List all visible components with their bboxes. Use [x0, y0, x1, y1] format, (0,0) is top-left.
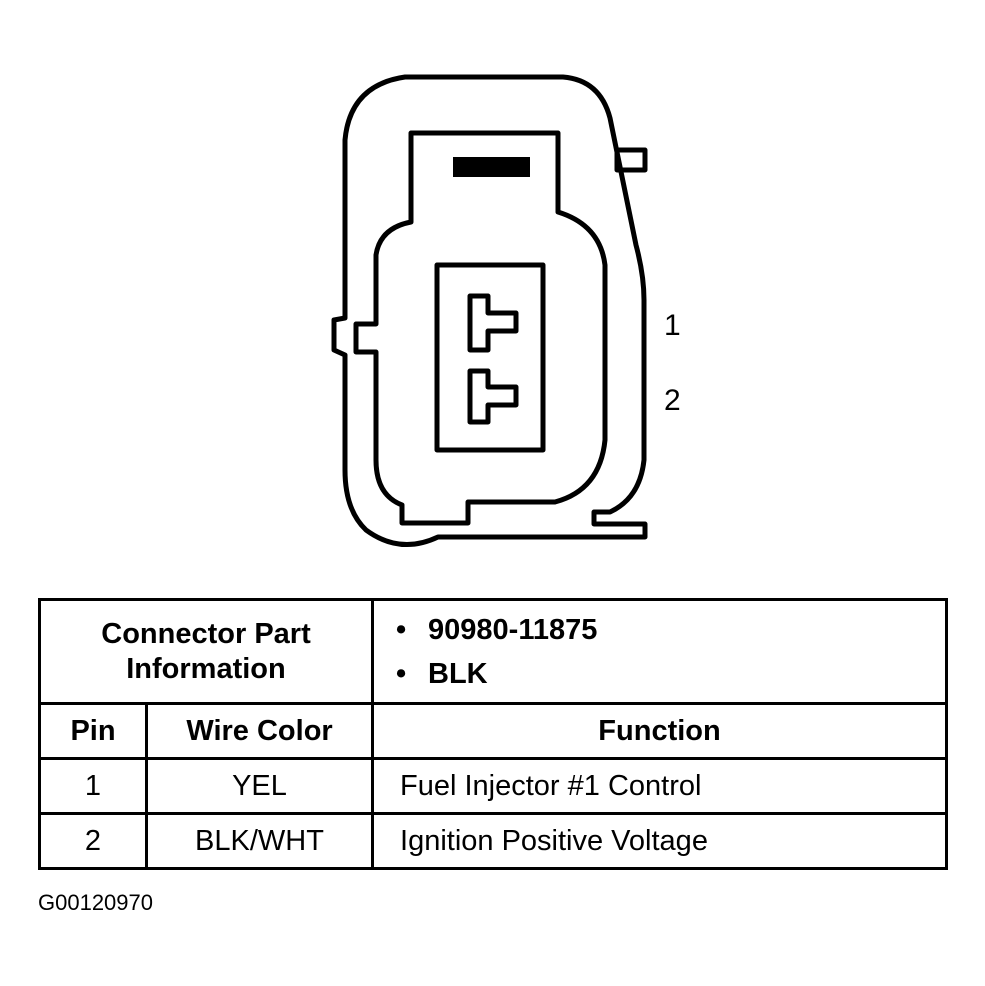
row-2-pin: 2	[38, 812, 148, 870]
part-info-values: 90980-11875 BLK	[371, 598, 949, 705]
terminal-window	[434, 262, 546, 453]
connector-color: BLK	[428, 652, 945, 696]
header-pin: Pin	[38, 702, 148, 760]
part-number: 90980-11875	[428, 608, 945, 652]
row-1-function: Fuel Injector #1 Control	[371, 757, 949, 815]
pin-label-1: 1	[664, 309, 681, 342]
connector-pinout-table: Connector Part Information 90980-11875 B…	[37, 598, 949, 870]
header-function: Function	[371, 702, 949, 760]
row-1-pin: 1	[38, 757, 148, 815]
header-wire-color: Wire Color	[144, 702, 375, 760]
connector-housing-outline	[331, 74, 648, 548]
key-bar	[453, 157, 530, 177]
terminal-1	[467, 293, 519, 353]
terminal-2	[467, 368, 519, 425]
row-2-wire-color: BLK/WHT	[144, 812, 375, 870]
pin-label-2: 2	[664, 384, 681, 417]
connector-face-diagram	[331, 74, 648, 548]
part-info-row: Connector Part Information 90980-11875 B…	[37, 598, 949, 705]
part-info-label: Connector Part Information	[37, 598, 375, 705]
row-1-wire-color: YEL	[144, 757, 375, 815]
figure-code: G00120970	[38, 890, 153, 915]
header-row: Pin Wire Color Function	[38, 702, 949, 760]
connector-latch-tab	[614, 147, 648, 173]
connector-inner-receptacle	[353, 130, 608, 526]
row-2-function: Ignition Positive Voltage	[371, 812, 949, 870]
table-row: 2 BLK/WHT Ignition Positive Voltage	[38, 812, 949, 870]
table-row: 1 YEL Fuel Injector #1 Control	[38, 757, 949, 815]
